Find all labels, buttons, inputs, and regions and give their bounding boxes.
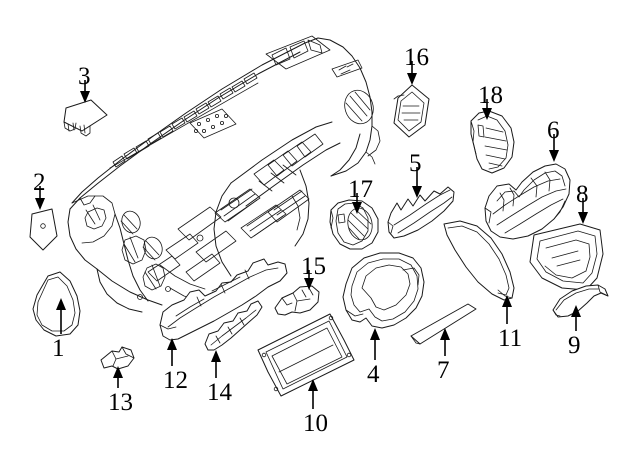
part-8-glove-box-trim-panel (529, 223, 604, 291)
part-1-side-cover-trim (32, 271, 81, 337)
callout-number-11: 11 (498, 325, 523, 352)
center-console-stack (147, 121, 341, 282)
part-15-small-duct-connector (274, 285, 320, 316)
part-16-diamond-speaker-grille (393, 84, 430, 138)
callout-number-12: 12 (163, 367, 188, 394)
callout-number-14: 14 (207, 379, 232, 406)
part-13-small-clip-bracket (100, 346, 135, 370)
callout-number-15: 15 (301, 253, 326, 280)
part-17-round-side-air-vent (329, 199, 379, 250)
callout-number-13: 13 (108, 389, 133, 416)
callout-number-3: 3 (78, 63, 91, 90)
instrument-panel-main-body (67, 35, 381, 313)
callout-leaders (35, 61, 588, 409)
callout-number-4: 4 (367, 361, 380, 388)
part-7-narrow-trim-strip (410, 303, 477, 345)
part-3-upper-panel-lid (63, 99, 108, 137)
dash-top-defroster-vent (265, 35, 331, 70)
callout-number-10: 10 (303, 410, 328, 437)
part-5-defroster-grille-trim (387, 186, 455, 239)
part-12-lower-reinforcement-bracket (159, 258, 288, 341)
callout-number-7: 7 (437, 357, 450, 384)
callout-number-6: 6 (547, 117, 560, 144)
dash-speaker-grille-patch (189, 108, 237, 139)
dash-round-speaker (344, 89, 374, 125)
callout-number-18: 18 (478, 82, 503, 109)
part-9-curved-accent-molding (552, 284, 609, 318)
callout-number-1: 1 (52, 335, 65, 362)
part-4-instrument-cluster-hood (342, 252, 425, 329)
callout-number-17: 17 (348, 176, 373, 203)
part-18-side-defroster-nozzle (470, 110, 515, 174)
callout-number-5: 5 (409, 150, 422, 177)
part-11-side-panel-cover (443, 220, 515, 301)
part-2-small-end-cap (29, 208, 58, 251)
dash-small-side-vent (331, 59, 363, 78)
callout-number-8: 8 (576, 181, 589, 208)
part-6-center-air-vent-assembly (484, 163, 571, 240)
dash-left-round-vents (120, 210, 163, 261)
callout-number-2: 2 (33, 169, 46, 196)
callout-number-16: 16 (404, 44, 429, 71)
part-14-support-rail-bracket (204, 300, 263, 351)
part-10-lower-storage-door (257, 313, 355, 397)
callout-number-9: 9 (568, 332, 581, 359)
